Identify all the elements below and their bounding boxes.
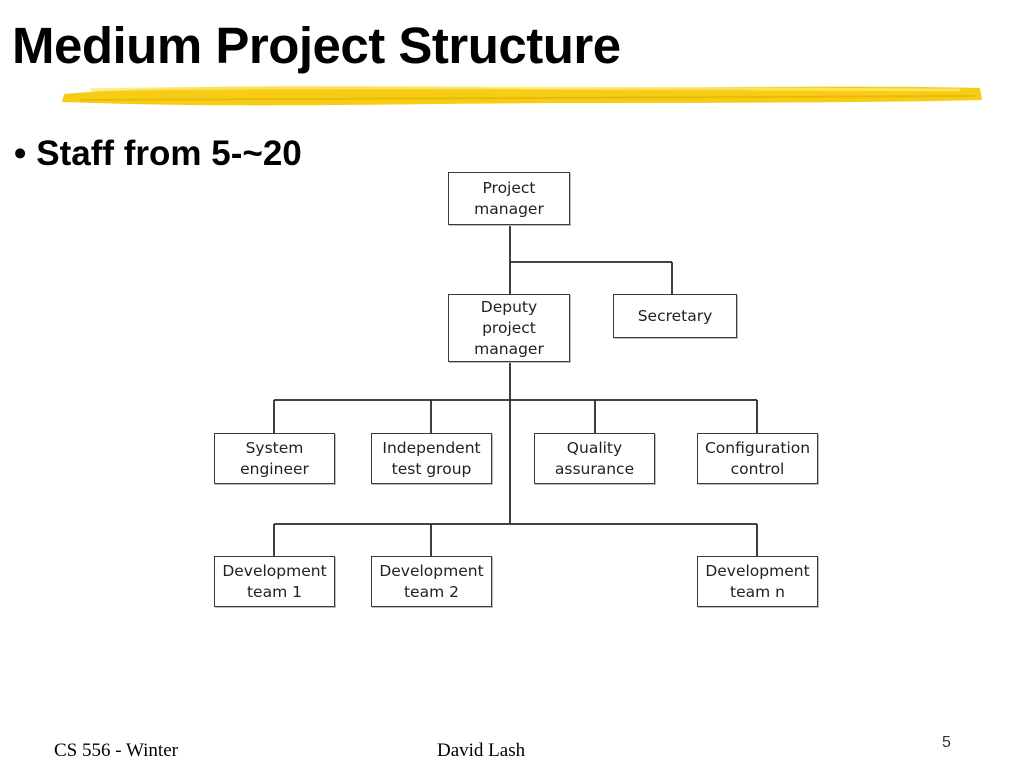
footer-author: David Lash bbox=[437, 740, 526, 761]
bullet-text: Staff from 5-~20 bbox=[36, 134, 302, 173]
bullet-marker: • bbox=[14, 134, 27, 173]
node-independent-test-group: Independent test group bbox=[371, 433, 492, 484]
node-development-team-2: Development team 2 bbox=[371, 556, 492, 607]
node-development-team-n: Development team n bbox=[697, 556, 818, 607]
node-deputy-project-manager: Deputy project manager bbox=[448, 294, 570, 362]
node-system-engineer: System engineer bbox=[214, 433, 335, 484]
slide-title: Medium Project Structure bbox=[12, 17, 621, 74]
slide-page-number: 5 bbox=[942, 734, 951, 751]
title-highlight-stroke bbox=[62, 86, 982, 106]
node-project-manager: Project manager bbox=[448, 172, 570, 225]
node-secretary: Secretary bbox=[613, 294, 737, 338]
node-configuration-control: Configuration control bbox=[697, 433, 818, 484]
node-development-team-1: Development team 1 bbox=[214, 556, 335, 607]
footer-course: CS 556 - Winter bbox=[54, 740, 178, 761]
bullet-item: •Staff from 5-~20 bbox=[14, 132, 302, 176]
node-quality-assurance: Quality assurance bbox=[534, 433, 655, 484]
